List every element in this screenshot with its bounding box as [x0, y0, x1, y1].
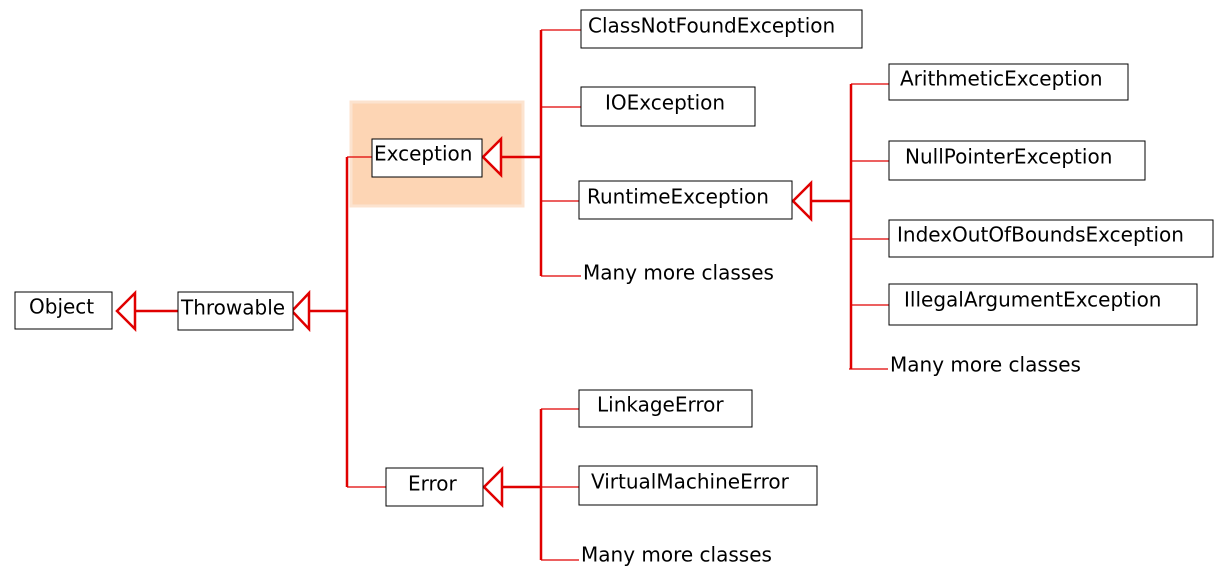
- node-index-out-of-bounds-label: IndexOutOfBoundsException: [897, 223, 1184, 247]
- exception-inheritance-arrow: [481, 135, 503, 179]
- node-null-pointer-label: NullPointerException: [905, 145, 1112, 169]
- node-arithmetic-label: ArithmeticException: [900, 67, 1103, 91]
- runtime-more-classes-label: Many more classes: [890, 353, 1081, 377]
- node-index-out-of-bounds-exception: IndexOutOfBoundsException: [888, 219, 1214, 258]
- node-error: Error: [385, 467, 484, 507]
- node-arithmetic-exception: ArithmeticException: [888, 63, 1129, 101]
- node-illegal-argument-label: IllegalArgumentException: [904, 288, 1161, 312]
- node-linkage-error-label: LinkageError: [597, 393, 724, 417]
- node-io-exception: IOException: [580, 86, 756, 127]
- node-object-label: Object: [29, 295, 94, 319]
- exception-more-classes-label: Many more classes: [583, 261, 774, 285]
- error-inheritance-arrow: [482, 465, 504, 509]
- connectors: [115, 29, 889, 561]
- error-more-classes-label: Many more classes: [581, 543, 772, 567]
- node-linkage-error: LinkageError: [578, 389, 753, 428]
- node-exception-label: Exception: [374, 142, 472, 166]
- node-class-not-found-label: ClassNotFoundException: [588, 14, 835, 38]
- node-throwable-label: Throwable: [180, 296, 285, 320]
- node-error-label: Error: [408, 472, 458, 496]
- node-throwable: Throwable: [177, 291, 294, 331]
- object-inheritance-arrow: [115, 289, 137, 333]
- node-illegal-argument-exception: IllegalArgumentException: [888, 283, 1198, 326]
- node-virtual-machine-error: VirtualMachineError: [578, 465, 818, 506]
- node-vm-error-label: VirtualMachineError: [591, 470, 790, 494]
- node-null-pointer-exception: NullPointerException: [888, 140, 1146, 181]
- runtime-inheritance-arrow: [791, 179, 813, 223]
- throwable-inheritance-arrow: [290, 289, 311, 333]
- node-io-exception-label: IOException: [605, 91, 725, 115]
- node-exception: Exception: [371, 138, 483, 178]
- node-class-not-found-exception: ClassNotFoundException: [580, 9, 863, 49]
- node-object: Object: [14, 291, 113, 330]
- node-runtime-exception-label: RuntimeException: [587, 185, 769, 209]
- node-runtime-exception: RuntimeException: [578, 180, 793, 220]
